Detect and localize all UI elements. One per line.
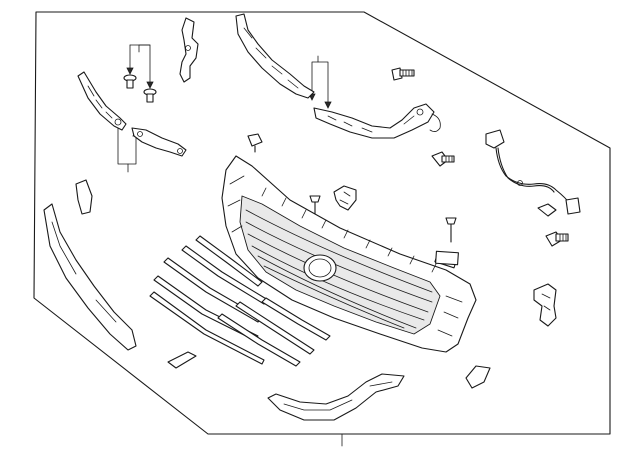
chrome-strip-7 <box>235 301 315 355</box>
bumper-lip-trim <box>267 373 405 421</box>
callout-arrowhead-1 <box>126 67 134 75</box>
front-bumper-lower-molding <box>43 203 137 351</box>
bracket-hole <box>416 108 424 116</box>
bracket-hole <box>114 118 122 126</box>
left-lower-bracket <box>131 127 187 157</box>
bracket-strip-detail <box>87 85 113 119</box>
sensor-connector <box>485 129 505 149</box>
grille-side-details <box>437 295 463 337</box>
bracket-clip-center <box>333 185 357 211</box>
grille-mounting-brackets <box>77 13 441 157</box>
bolt-top-right <box>391 67 415 81</box>
label-plate <box>435 250 459 266</box>
right-bracket-detail <box>327 115 415 133</box>
clip-near-grille-top <box>247 133 263 153</box>
push-clip-2 <box>143 88 157 103</box>
grille-top-ribs <box>261 187 437 273</box>
grille-slats <box>245 209 433 329</box>
right-upper-bracket <box>313 103 435 139</box>
grille-inner-opening <box>239 195 441 335</box>
wire-tie <box>517 180 523 186</box>
chrome-strip-6 <box>261 297 331 341</box>
push-clip-1 <box>123 74 137 89</box>
callout-arrows <box>114 44 332 173</box>
standing-screw-2 <box>445 217 457 243</box>
callout-arrowhead-2 <box>146 81 154 89</box>
callout-bracket-clips <box>138 44 151 85</box>
top-center-long-bracket <box>235 13 315 99</box>
grille-left-details <box>227 175 245 233</box>
lip-trim-detail <box>283 381 393 411</box>
molding-detail <box>51 221 117 323</box>
bracket-hook <box>429 113 441 132</box>
wire-end-connector <box>565 197 581 215</box>
small-trim-piece <box>167 351 197 369</box>
wire-clip <box>537 203 557 217</box>
chrome-strip-8 <box>217 313 301 367</box>
long-bracket-detail <box>243 27 299 89</box>
sensor-wire <box>495 147 571 205</box>
right-bracket-detail-lines <box>541 293 551 311</box>
grille-emblem-inner <box>308 258 332 278</box>
small-molding-clip <box>75 179 93 215</box>
chrome-strip-5 <box>149 291 265 365</box>
small-trim-piece-right <box>465 365 491 389</box>
bolt-right-middle <box>431 151 455 167</box>
right-side-bracket <box>533 283 557 327</box>
bracket-hole <box>177 148 183 154</box>
grille-chrome-strips <box>149 235 331 367</box>
bracket-hole <box>137 131 143 137</box>
sensor-wiring-harness <box>485 129 581 217</box>
standing-screw-1 <box>309 195 321 217</box>
left-upper-bracket-strip <box>77 71 127 131</box>
sensor-wire-2 <box>497 147 555 193</box>
fasteners-bolts-clips <box>123 67 569 247</box>
callout-arrowhead-6 <box>324 101 332 109</box>
callout-bracket-center <box>311 61 329 105</box>
bracket-hole <box>185 45 191 51</box>
bolt-bottom-right <box>545 231 569 247</box>
callout-bracket-left <box>117 125 137 165</box>
chrome-strip-1 <box>195 235 263 287</box>
diagram-frame <box>33 11 611 435</box>
